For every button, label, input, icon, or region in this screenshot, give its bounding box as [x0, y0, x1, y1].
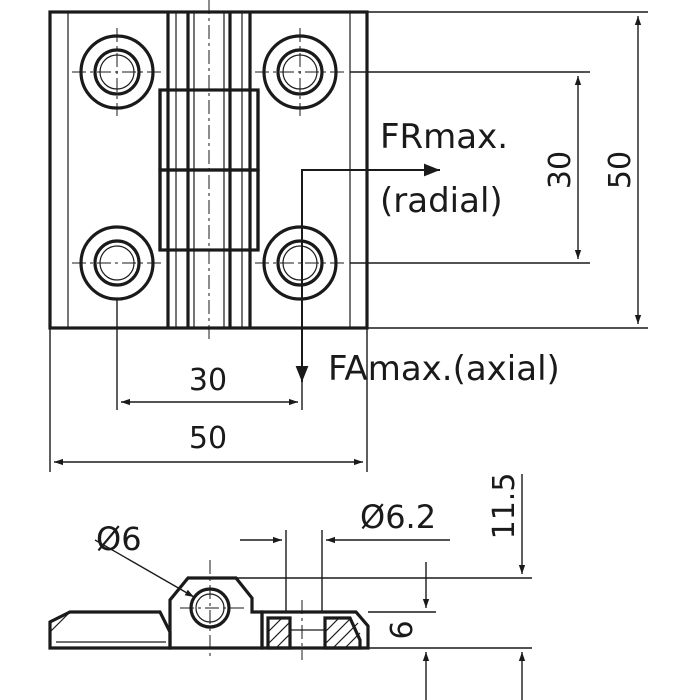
dimension-label-pin-diameter: Ø6 [96, 520, 142, 558]
dimension-pin-diameter: Ø6 [94, 520, 195, 598]
dimension-height: 50 [367, 11, 648, 329]
dimension-label-30-horizontal: 30 [189, 363, 227, 398]
dimension-label-30-vertical: 30 [543, 151, 578, 189]
force-radial-label: FRmax. [380, 117, 508, 157]
dimension-leaf-thickness: 6 [368, 562, 436, 700]
dimension-hole-spacing-horizontal: 30 [116, 300, 303, 410]
force-axial: FAmax.(axial) [295, 330, 560, 389]
dimension-hole-spacing-vertical: 30 [350, 71, 590, 264]
dimension-label-leaf-thickness: 6 [385, 620, 420, 639]
dimension-label-hole-diameter: Ø6.2 [360, 498, 436, 536]
dimension-label-total-thickness: 11.5 [487, 473, 522, 540]
dimension-label-50-vertical: 50 [603, 151, 638, 189]
center-lines [72, 0, 345, 340]
dimension-width: 50 [49, 328, 368, 472]
dimension-total-thickness: 11.5 [236, 473, 532, 700]
hinge-side-view [48, 560, 370, 660]
dimension-hole-diameter: Ø6.2 [240, 498, 450, 612]
countersunk-hole-section [266, 616, 362, 650]
force-radial-sublabel: (radial) [380, 181, 503, 221]
hinge-top-view [48, 0, 369, 340]
force-axial-label: FAmax.(axial) [328, 349, 560, 389]
force-radial: FRmax. (radial) [301, 117, 508, 340]
dimension-label-50-horizontal: 50 [189, 421, 227, 456]
